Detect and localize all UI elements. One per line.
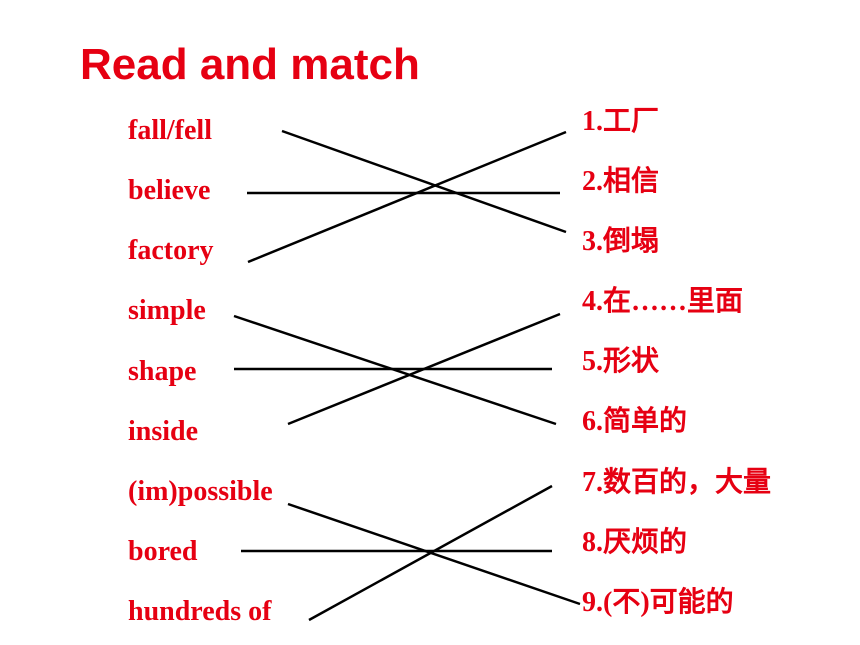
meaning-7: 7.数百的，大量 [582,467,772,498]
line-fall-fell [281,129,567,234]
word-factory: factory [128,235,214,266]
meaning-3: 3.倒塌 [582,226,660,257]
meaning-9: 9.(不)可能的 [582,587,734,618]
word-inside: inside [128,416,199,447]
word-bored: bored [128,536,198,567]
line-factory [247,130,567,264]
meaning-5: 5.形状 [582,346,660,377]
meaning-4: 4.在……里面 [582,286,744,317]
word-hundreds-of: hundreds of [128,596,272,627]
line-inside [287,312,561,426]
meaning-1: 1.工厂 [582,106,660,137]
page-title: Read and match [80,40,420,89]
meaning-8: 8.厌烦的 [582,527,688,558]
line-impossible [287,502,581,606]
word-simple: simple [128,295,206,326]
meaning-2: 2.相信 [582,166,660,197]
word-fall-fell: fall/fell [128,115,212,146]
word-shape: shape [128,356,197,387]
word-believe: believe [128,175,211,206]
meaning-6: 6.简单的 [582,406,688,437]
word-impossible: (im)possible [128,476,273,507]
line-hundreds-of [308,484,553,622]
